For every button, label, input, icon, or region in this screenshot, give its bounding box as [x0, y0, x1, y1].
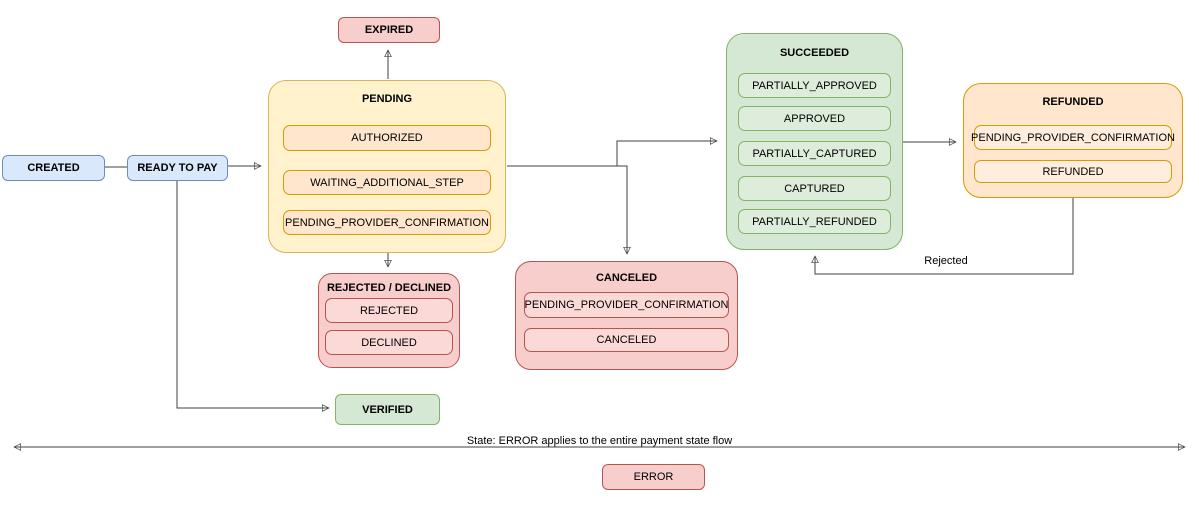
node-succeeded: SUCCEEDED PARTIALLY_APPROVED APPROVED PA… [726, 33, 903, 250]
rejected-declined-substate-declined: DECLINED [325, 330, 453, 355]
edge-refunded-to-succeeded-rejected [815, 198, 1074, 275]
refunded-substate-refunded: REFUNDED [974, 160, 1172, 183]
edge-pending-to-canceled [507, 165, 627, 254]
succeeded-substate-approved: APPROVED [738, 106, 891, 131]
node-error: ERROR [602, 464, 705, 490]
node-verified-label: VERIFIED [362, 403, 413, 416]
node-rejected-declined-title: REJECTED / DECLINED [326, 282, 452, 294]
succeeded-substate-partially-approved: PARTIALLY_APPROVED [738, 73, 891, 98]
node-ready-to-pay-label: READY TO PAY [137, 162, 218, 174]
pending-substate-authorized: AUTHORIZED [283, 125, 491, 151]
node-error-label: ERROR [633, 471, 674, 483]
node-canceled: CANCELED PENDING_PROVIDER_CONFIRMATION C… [515, 261, 738, 370]
node-pending: PENDING AUTHORIZED WAITING_ADDITIONAL_ST… [268, 80, 506, 253]
succeeded-substate-partially-captured: PARTIALLY_CAPTURED [738, 141, 891, 166]
edge-label-error-note: State: ERROR applies to the entire payme… [466, 435, 733, 447]
node-ready-to-pay: READY TO PAY [127, 155, 228, 181]
edge-ready-to-pay-to-verified [176, 181, 329, 408]
pending-substate-waiting-additional-step: WAITING_ADDITIONAL_STEP [283, 170, 491, 195]
node-created: CREATED [2, 155, 105, 181]
edge-pending-to-succeeded [507, 141, 717, 167]
node-refunded-title: REFUNDED [1042, 96, 1104, 108]
rejected-declined-substate-rejected: REJECTED [325, 298, 453, 323]
node-created-label: CREATED [27, 162, 80, 174]
node-rejected-declined: REJECTED / DECLINED REJECTED DECLINED [318, 273, 460, 368]
canceled-substate-canceled: CANCELED [524, 328, 729, 352]
node-canceled-title: CANCELED [595, 272, 658, 284]
node-expired: EXPIRED [338, 17, 440, 43]
node-verified: VERIFIED [335, 394, 440, 425]
node-succeeded-title: SUCCEEDED [779, 47, 850, 59]
node-pending-title: PENDING [361, 93, 413, 105]
succeeded-substate-partially-refunded: PARTIALLY_REFUNDED [738, 209, 891, 234]
canceled-substate-pending-provider-confirmation: PENDING_PROVIDER_CONFIRMATION [524, 292, 729, 318]
node-refunded: REFUNDED PENDING_PROVIDER_CONFIRMATION R… [963, 83, 1183, 198]
node-expired-label: EXPIRED [364, 24, 414, 36]
pending-substate-pending-provider-confirmation: PENDING_PROVIDER_CONFIRMATION [283, 210, 491, 235]
refunded-substate-pending-provider-confirmation: PENDING_PROVIDER_CONFIRMATION [971, 125, 1175, 150]
edge-label-rejected: Rejected [913, 255, 979, 267]
succeeded-substate-captured: CAPTURED [738, 176, 891, 201]
